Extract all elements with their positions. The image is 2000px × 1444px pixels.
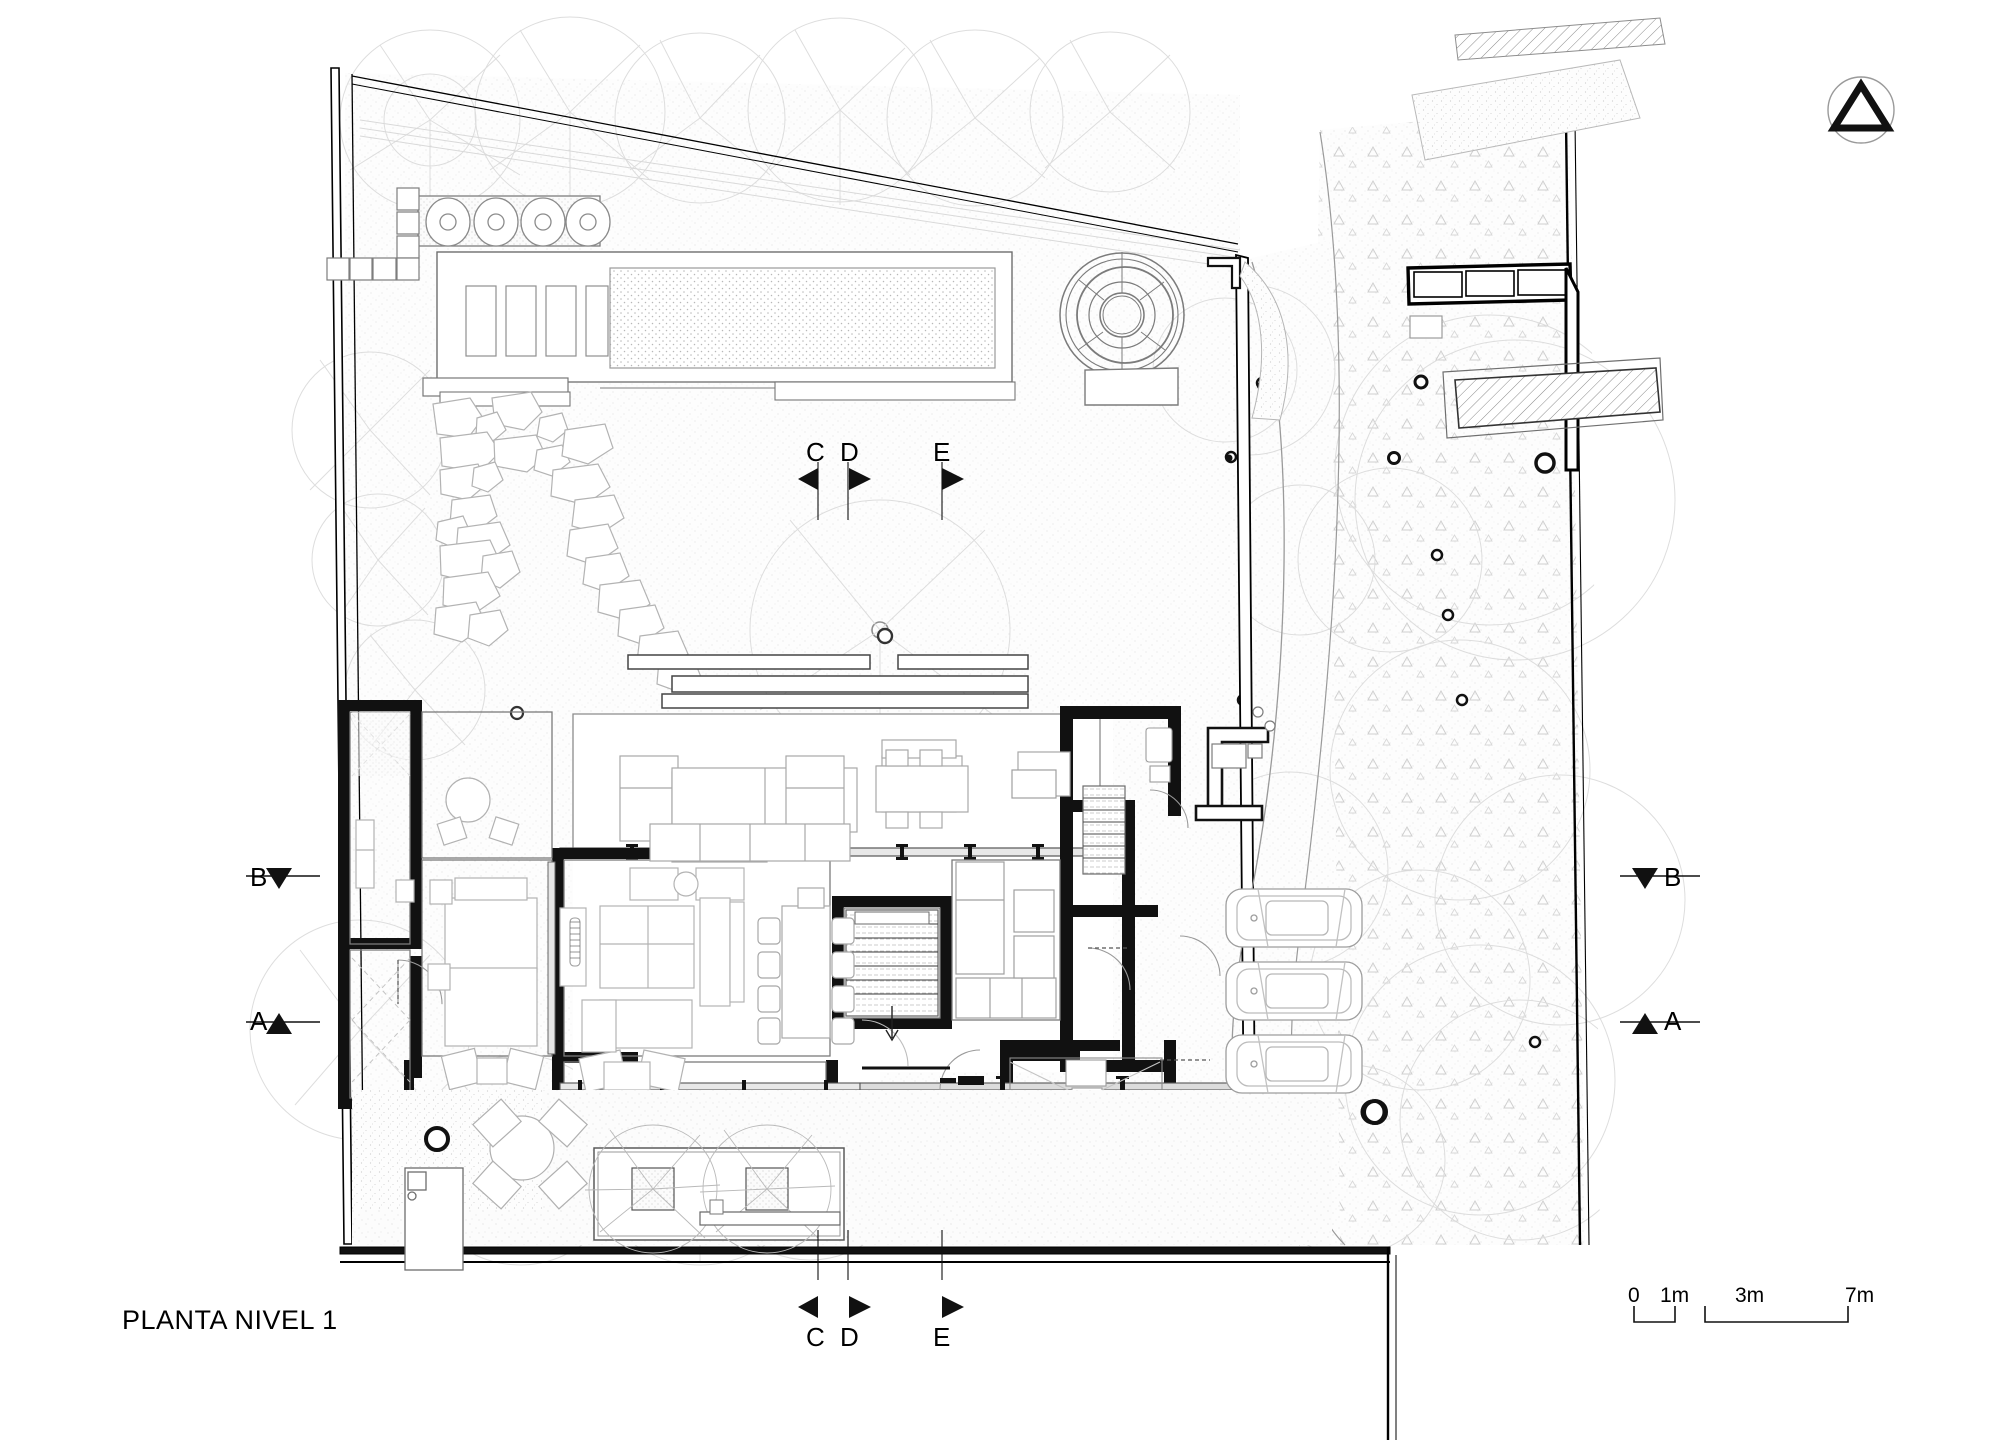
entry-apron: [1411, 59, 1641, 161]
arrow-a-right: [1632, 1013, 1658, 1034]
section-arrow-top: [798, 468, 964, 490]
furniture-living: [619, 739, 1071, 863]
arrow-d-bottom: [849, 1296, 871, 1318]
arrow-b-right: [1632, 868, 1658, 889]
tree-trunk: [1430, 548, 1444, 562]
tree-trunk: [1528, 1035, 1542, 1049]
service-stair: [1082, 785, 1126, 875]
tree-trunk: [509, 705, 525, 721]
pool-complex: [326, 187, 1016, 407]
tree-canopy: [614, 32, 786, 204]
retaining-wall-outline: [1442, 357, 1664, 439]
tree-trunk: [1441, 608, 1455, 622]
closet-floor: [352, 712, 410, 776]
pool-equipment-circles: [425, 197, 611, 247]
furniture-kitchen: [955, 769, 1057, 1019]
tree-trunk: [1387, 451, 1401, 465]
garden-wall-fragments: [1206, 256, 1242, 290]
section-arrow-bottom: [798, 1296, 964, 1318]
tree-trunk: [876, 627, 894, 645]
parked-car: [1225, 888, 1363, 948]
tree-canopy: [747, 17, 933, 205]
entry-pad: [1409, 315, 1443, 339]
section-label-c-top: C: [806, 437, 825, 467]
parked-car: [1225, 1034, 1363, 1094]
ne-gravel-patch: [1239, 261, 1289, 421]
fountain-channel: [1084, 367, 1179, 406]
scale-tick-1: 1m: [1660, 1284, 1690, 1307]
retaining-wall-hatched: [1454, 367, 1661, 429]
main-house: [338, 700, 1316, 1211]
parked-car: [1225, 961, 1363, 1021]
car-group: [1225, 888, 1363, 1094]
outdoor-counter: [404, 1167, 464, 1271]
scale-tick-0: 0: [1628, 1284, 1640, 1307]
north-arrow: [1827, 76, 1895, 144]
garden-bench-walls: [627, 654, 1029, 709]
scale-tick-3: 3m: [1735, 1284, 1765, 1307]
furniture-lounge: [559, 867, 745, 1093]
furniture-dining: [757, 887, 855, 1045]
entry-threshold: [940, 1076, 984, 1085]
section-label-c-bottom: C: [806, 1322, 825, 1352]
section-label-a-left: A: [250, 1006, 268, 1036]
dining-chairs: [757, 917, 855, 1045]
door-leaf-group: [397, 947, 1210, 1061]
furniture-bedroom: [355, 777, 545, 1091]
swimming-pool: [609, 267, 996, 369]
pool-steps: [465, 285, 609, 357]
scale-bar-graphic: [1633, 1306, 1849, 1323]
entry-gate-panels: [1413, 269, 1567, 298]
arrow-c-bottom: [798, 1296, 818, 1318]
section-label-e-bottom: E: [933, 1322, 951, 1352]
arrow-e-bottom: [942, 1296, 964, 1318]
service-outbuilding-detail: [1211, 706, 1276, 769]
terrace-zone: [352, 1090, 1332, 1271]
pool-equipment-boxes: [326, 187, 420, 281]
entry-gate-structure: [1406, 17, 1666, 472]
entry-hatch-strip: [1454, 17, 1666, 61]
section-label-b-left: B: [250, 862, 268, 892]
tree-trunk: [1413, 374, 1429, 390]
glass-wall-west: [547, 861, 556, 1055]
service-outbuildings: [1194, 726, 1270, 822]
section-label-e-top: E: [933, 437, 951, 467]
tree-trunk: [1225, 454, 1233, 462]
pool-edge-lower-3: [774, 381, 1016, 401]
tree-trunk: [1534, 452, 1556, 474]
interior-stair: [845, 909, 939, 1042]
tree-canopy: [886, 29, 1064, 207]
arrow-e-top: [942, 468, 964, 490]
stair-direction-arrow: [885, 1006, 899, 1042]
arrow-a-left: [266, 1013, 292, 1034]
entry-wall-return: [1564, 267, 1580, 472]
south-boundary-wall: [339, 1246, 1391, 1255]
section-label-b-right: B: [1664, 862, 1682, 892]
arrow-d-top: [849, 468, 871, 490]
furniture-upper-dining: [875, 749, 969, 829]
north-boundary-wall: [351, 75, 1239, 245]
arrow-c-top: [798, 468, 818, 490]
circular-water-feature: [1059, 252, 1185, 406]
scale-tick-7: 7m: [1845, 1284, 1875, 1307]
section-label-d-bottom: D: [840, 1322, 859, 1352]
outdoor-dining-set: [471, 1098, 589, 1210]
section-label-d-top: D: [840, 437, 859, 467]
section-label-a-right: A: [1664, 1006, 1682, 1036]
tree-trunk: [1360, 1099, 1386, 1125]
tree-canopy: [1029, 31, 1191, 193]
section-arrow-side: [266, 868, 1658, 1034]
terrace-bench: [699, 1211, 841, 1226]
arrow-b-left: [266, 868, 292, 889]
tree-trunk: [1455, 693, 1469, 707]
terrace-post: [424, 1126, 450, 1152]
page-title: PLANTA NIVEL 1: [122, 1305, 338, 1335]
